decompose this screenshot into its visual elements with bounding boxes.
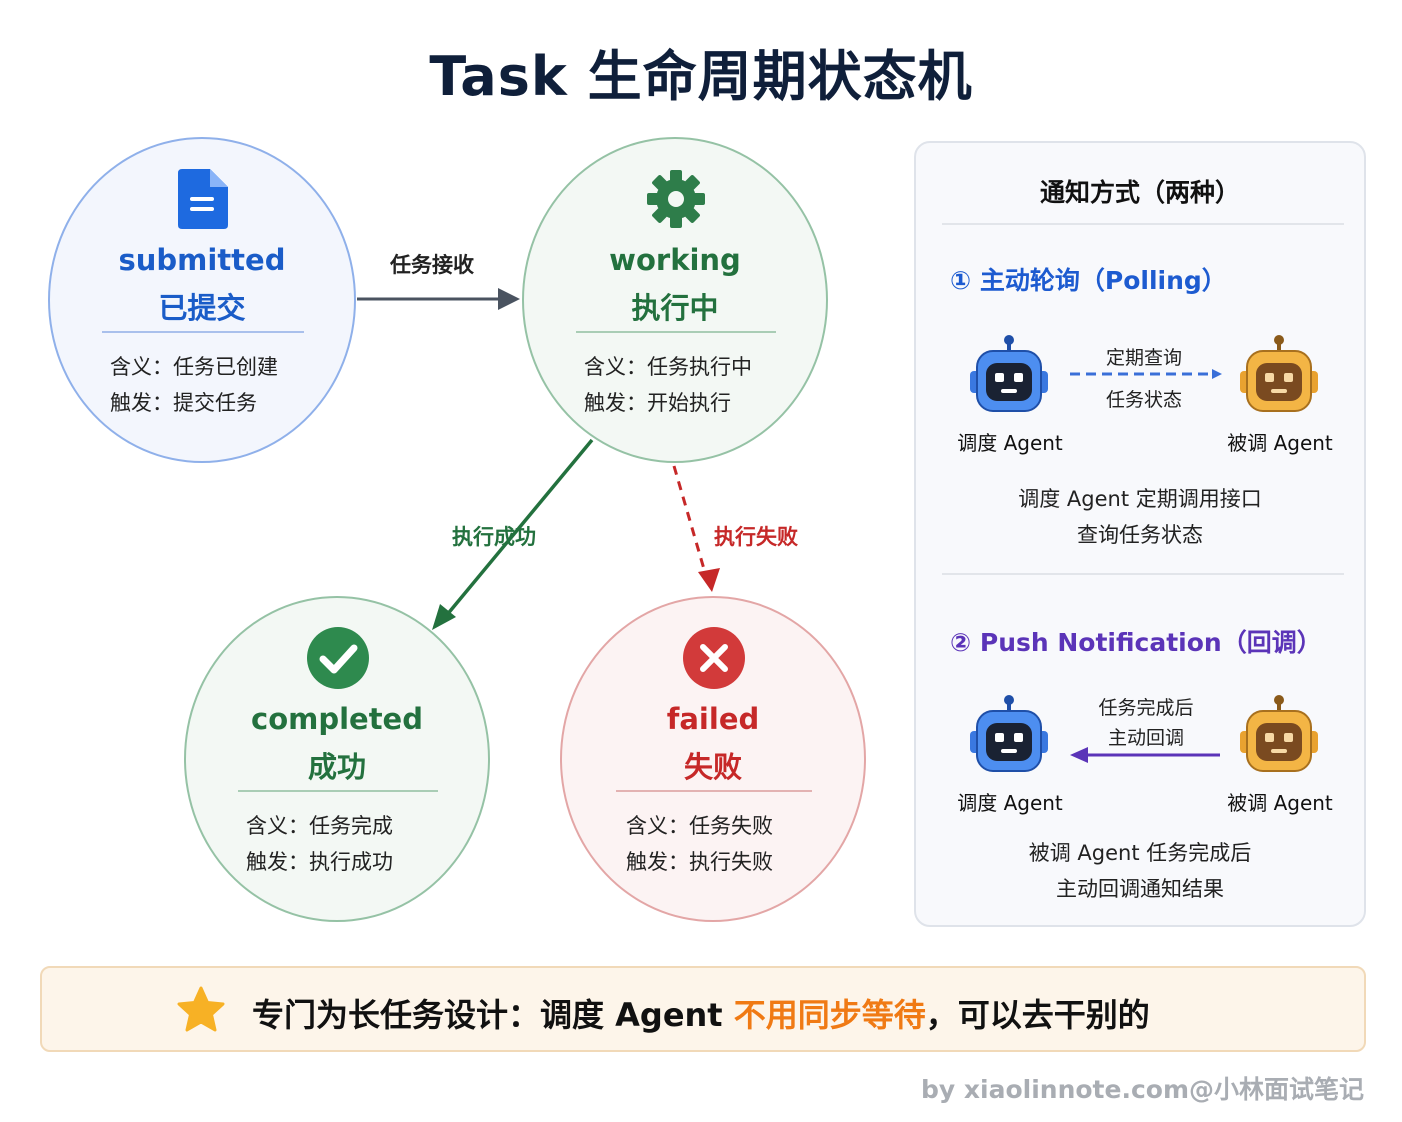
- meaning-line: 含义：任务完成: [246, 814, 393, 838]
- transition-label-success: 执行成功: [452, 525, 536, 549]
- push-arrow: [1070, 747, 1220, 763]
- gear-icon: [647, 170, 705, 228]
- robot-icon-callee: [1240, 695, 1318, 772]
- state-name-en: completed: [251, 702, 423, 736]
- star-icon: [177, 986, 225, 1032]
- panel-title: 通知方式（两种）: [1039, 178, 1240, 207]
- meaning-line: 含义：任务失败: [626, 814, 773, 838]
- callee-agent-label: 被调 Agent: [1227, 791, 1333, 815]
- robot-icon-scheduler: [970, 335, 1048, 412]
- polling-arrow-label-bottom: 任务状态: [1105, 389, 1182, 411]
- divider: [576, 331, 776, 333]
- trigger-line: 触发：开始执行: [584, 391, 731, 415]
- arrow-head-working-failed: [698, 568, 720, 592]
- trigger-line: 触发：执行成功: [246, 850, 393, 874]
- meaning-line: 含义：任务已创建: [110, 355, 278, 379]
- arrow-head-working-completed: [432, 604, 456, 630]
- divider: [942, 223, 1344, 225]
- divider: [942, 573, 1344, 575]
- state-name-zh: 执行中: [631, 291, 719, 325]
- divider: [102, 331, 304, 333]
- push-arrow-label-bottom: 主动回调: [1107, 727, 1184, 749]
- trigger-line: 触发：执行失败: [626, 850, 773, 874]
- state-name-zh: 已提交: [158, 291, 246, 325]
- polling-desc-line2: 查询任务状态: [1077, 523, 1203, 547]
- state-name-en: working: [609, 243, 741, 277]
- state-submitted: submitted 已提交 含义：任务已创建 触发：提交任务: [48, 137, 356, 463]
- arrow-head-submitted-working: [498, 288, 520, 310]
- document-icon: [178, 169, 228, 229]
- callee-agent-label: 被调 Agent: [1227, 431, 1333, 455]
- state-name-en: submitted: [118, 243, 286, 277]
- banner-text: 专门为长任务设计：调度 Agent 不用同步等待，可以去干别的: [252, 996, 1150, 1034]
- scheduler-agent-label: 调度 Agent: [957, 431, 1063, 455]
- transition-label-received: 任务接收: [390, 253, 474, 277]
- state-working: working 执行中 含义：任务执行中 触发：开始执行: [522, 137, 828, 463]
- x-circle-icon: [683, 627, 745, 689]
- trigger-line: 触发：提交任务: [110, 391, 257, 415]
- summary-banner: 专门为长任务设计：调度 Agent 不用同步等待，可以去干别的: [40, 966, 1366, 1052]
- push-arrow-label-top: 任务完成后: [1098, 697, 1194, 719]
- transition-label-failure: 执行失败: [714, 525, 798, 549]
- notification-panel: 通知方式（两种） ① 主动轮询（Polling） 调度 Agent 定期查询 任…: [914, 141, 1366, 927]
- robot-icon-scheduler: [970, 695, 1048, 772]
- meaning-line: 含义：任务执行中: [584, 355, 752, 379]
- push-desc-line1: 被调 Agent 任务完成后: [1028, 841, 1252, 865]
- check-circle-icon: [307, 627, 369, 689]
- page-title: Task 生命周期状态机: [429, 45, 973, 108]
- polling-dashed-arrow: [1070, 369, 1222, 379]
- arrow-working-completed: [444, 438, 594, 618]
- state-completed: completed 成功 含义：任务完成 触发：执行成功: [184, 596, 490, 922]
- state-failed: failed 失败 含义：任务失败 触发：执行失败: [560, 596, 866, 922]
- watermark: by xiaolinnote.com@小林面试笔记: [921, 1075, 1364, 1104]
- state-name-zh: 失败: [683, 750, 742, 784]
- push-desc-line2: 主动回调通知结果: [1056, 877, 1224, 901]
- polling-title: ① 主动轮询（Polling）: [950, 266, 1227, 295]
- state-name-zh: 成功: [307, 750, 366, 784]
- polling-desc-line1: 调度 Agent 定期调用接口: [1018, 487, 1262, 511]
- state-name-en: failed: [666, 702, 760, 736]
- divider: [238, 790, 438, 792]
- push-title: ② Push Notification（回调）: [950, 628, 1322, 657]
- polling-arrow-label-top: 定期查询: [1105, 347, 1182, 369]
- arrow-working-failed: [672, 465, 708, 577]
- robot-icon-callee: [1240, 335, 1318, 412]
- divider: [616, 790, 812, 792]
- scheduler-agent-label: 调度 Agent: [957, 791, 1063, 815]
